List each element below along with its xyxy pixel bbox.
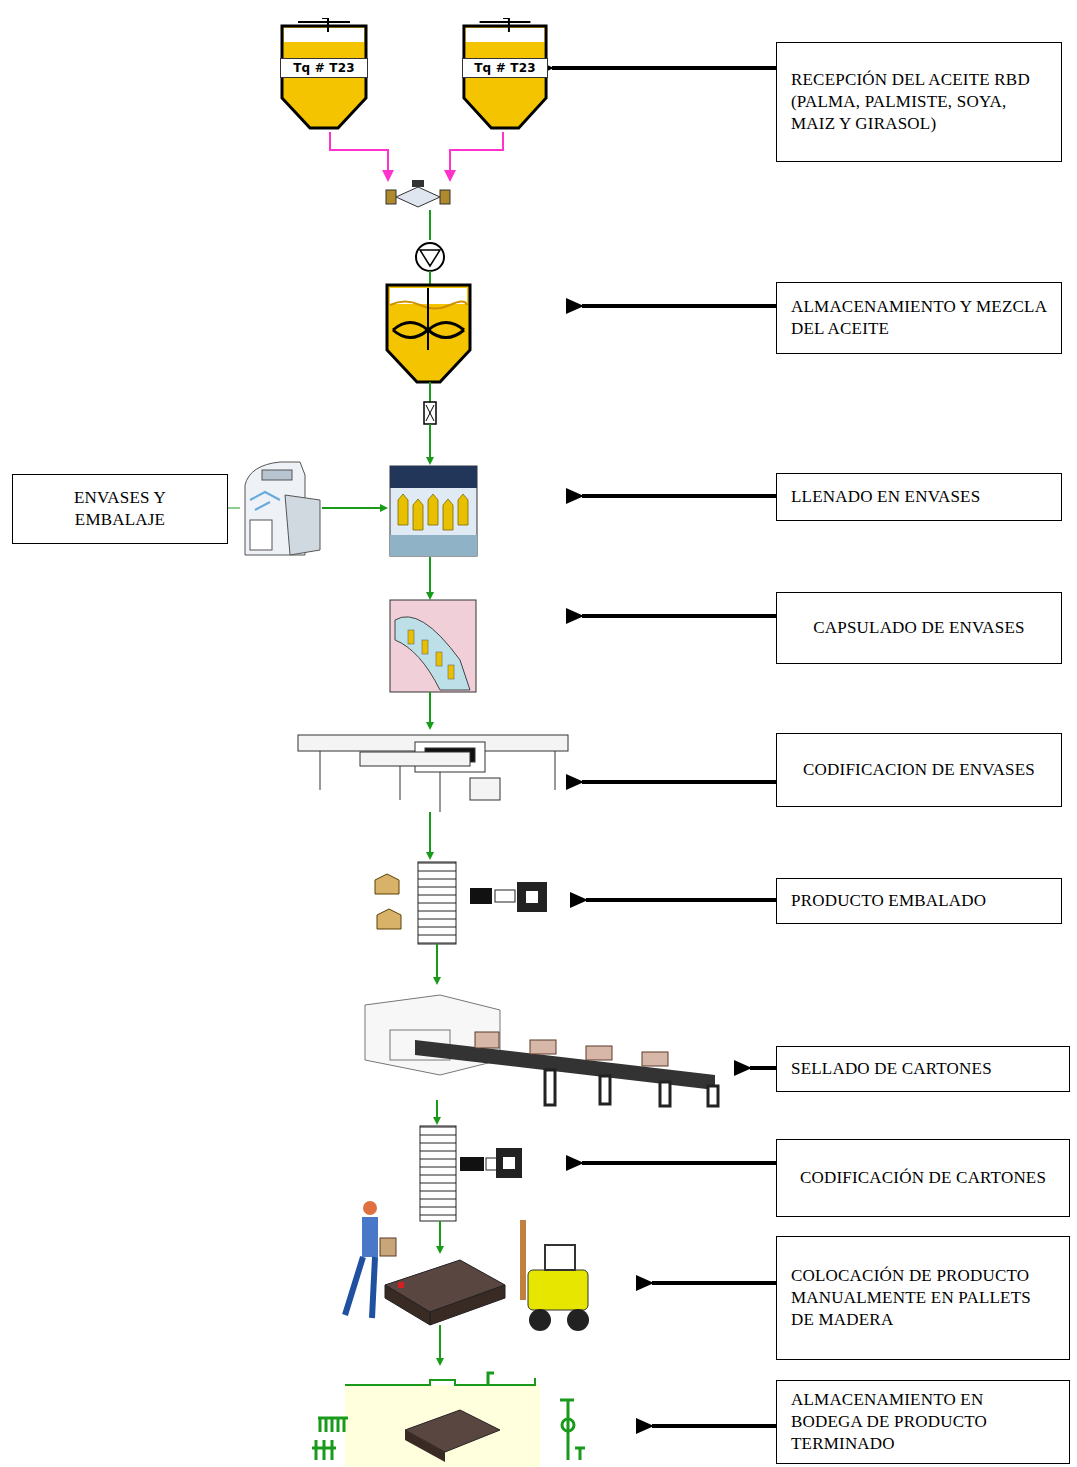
process-box: COLOCACIÓN DE PRODUCTO MANUALMENTE EN PA… <box>776 1236 1070 1360</box>
input-box: ENVASES Y EMBALAJE <box>12 474 228 544</box>
step-label: ALMACENAMIENTO Y MEZCLA DEL ACEITE <box>791 296 1047 340</box>
storage-tank: Tq # T23 <box>278 18 370 132</box>
tank-label: Tq # T23 <box>280 58 368 78</box>
process-box: RECEPCIÓN DEL ACEITE RBD (PALMA, PALMIST… <box>776 42 1062 162</box>
step-label: LLENADO EN ENVASES <box>791 486 1047 508</box>
step-label: ENVASES Y EMBALAJE <box>27 487 213 531</box>
step-label: ALMACENAMIENTO EN BODEGA DE PRODUCTO TER… <box>791 1389 1055 1455</box>
process-box: ALMACENAMIENTO EN BODEGA DE PRODUCTO TER… <box>776 1380 1070 1464</box>
step-label: SELLADO DE CARTONES <box>791 1058 1055 1080</box>
process-box: SELLADO DE CARTONES <box>776 1046 1070 1092</box>
step-label: CODIFICACION DE ENVASES <box>791 759 1047 781</box>
leader-arrow <box>552 66 776 70</box>
step-label: CAPSULADO DE ENVASES <box>791 617 1047 639</box>
step-label: CODIFICACIÓN DE CARTONES <box>791 1167 1055 1189</box>
process-box: CODIFICACION DE ENVASES <box>776 733 1062 807</box>
process-box: ALMACENAMIENTO Y MEZCLA DEL ACEITE <box>776 282 1062 354</box>
process-box: CODIFICACIÓN DE CARTONES <box>776 1139 1070 1217</box>
step-label: RECEPCIÓN DEL ACEITE RBD (PALMA, PALMIST… <box>791 69 1047 135</box>
process-box: CAPSULADO DE ENVASES <box>776 592 1062 664</box>
step-label: COLOCACIÓN DE PRODUCTO MANUALMENTE EN PA… <box>791 1265 1055 1331</box>
storage-tank: Tq # T23 <box>460 18 550 132</box>
process-box: PRODUCTO EMBALADO <box>776 878 1062 924</box>
tank-label: Tq # T23 <box>462 58 548 78</box>
process-box: LLENADO EN ENVASES <box>776 473 1062 521</box>
step-label: PRODUCTO EMBALADO <box>791 890 1047 912</box>
